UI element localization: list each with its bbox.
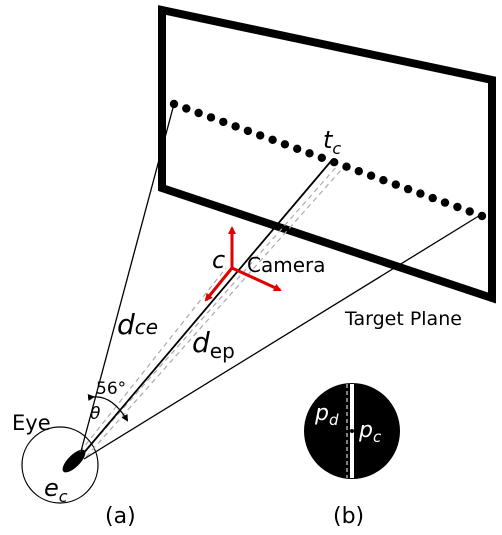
target-dot bbox=[317, 153, 326, 162]
target-dot bbox=[403, 184, 413, 194]
target-dot bbox=[206, 113, 216, 122]
target-dot bbox=[268, 135, 277, 144]
camera-symbol-label: c bbox=[212, 246, 225, 274]
camera-label: Camera bbox=[247, 253, 326, 277]
angle-value-label: 56° bbox=[96, 379, 126, 399]
target-dot bbox=[256, 131, 265, 140]
target-dot bbox=[293, 144, 302, 153]
target-dot bbox=[342, 162, 351, 171]
target-dot bbox=[416, 189, 425, 198]
distance-ce-label: dce bbox=[117, 308, 158, 341]
target-dot bbox=[366, 171, 376, 180]
target-dot bbox=[465, 207, 474, 216]
target-plane-frame bbox=[158, 5, 496, 304]
target-dot-row bbox=[169, 99, 487, 221]
target-dot bbox=[453, 202, 462, 212]
target-dot bbox=[219, 117, 228, 127]
target-dot bbox=[182, 104, 191, 113]
target-dot bbox=[243, 126, 253, 136]
sight-line-right bbox=[83, 213, 483, 460]
target-dot bbox=[231, 122, 240, 131]
target-dot bbox=[194, 108, 203, 118]
dashed-line-lower bbox=[85, 168, 343, 458]
pupil-c-label: pc bbox=[358, 418, 382, 446]
eye-center-label: ec bbox=[44, 474, 68, 506]
target-dot bbox=[428, 193, 437, 203]
panel-b-label: (b) bbox=[333, 504, 364, 529]
target-plane-label: Target Plane bbox=[344, 308, 462, 330]
dashed-line-camera bbox=[79, 267, 227, 453]
angle-arc bbox=[87, 394, 129, 422]
eye-label: Eye bbox=[12, 411, 51, 435]
target-dot bbox=[379, 176, 388, 185]
target-dot bbox=[477, 211, 487, 221]
eye-icon bbox=[62, 449, 86, 473]
pupil-d-label: pd bbox=[314, 401, 339, 429]
camera-axes-icon bbox=[204, 226, 282, 302]
eye-outline bbox=[21, 426, 99, 504]
angle-symbol-label: θ bbox=[90, 404, 101, 424]
target-center-label: tc bbox=[323, 126, 341, 158]
target-dot bbox=[354, 167, 363, 176]
distance-ep-label: dep bbox=[192, 326, 235, 363]
target-dot bbox=[391, 180, 400, 189]
target-dot bbox=[440, 198, 450, 207]
target-dot bbox=[305, 149, 314, 158]
panel-a-label: (a) bbox=[105, 504, 136, 529]
target-dot bbox=[280, 140, 290, 149]
pupil-center-dot bbox=[350, 429, 354, 433]
